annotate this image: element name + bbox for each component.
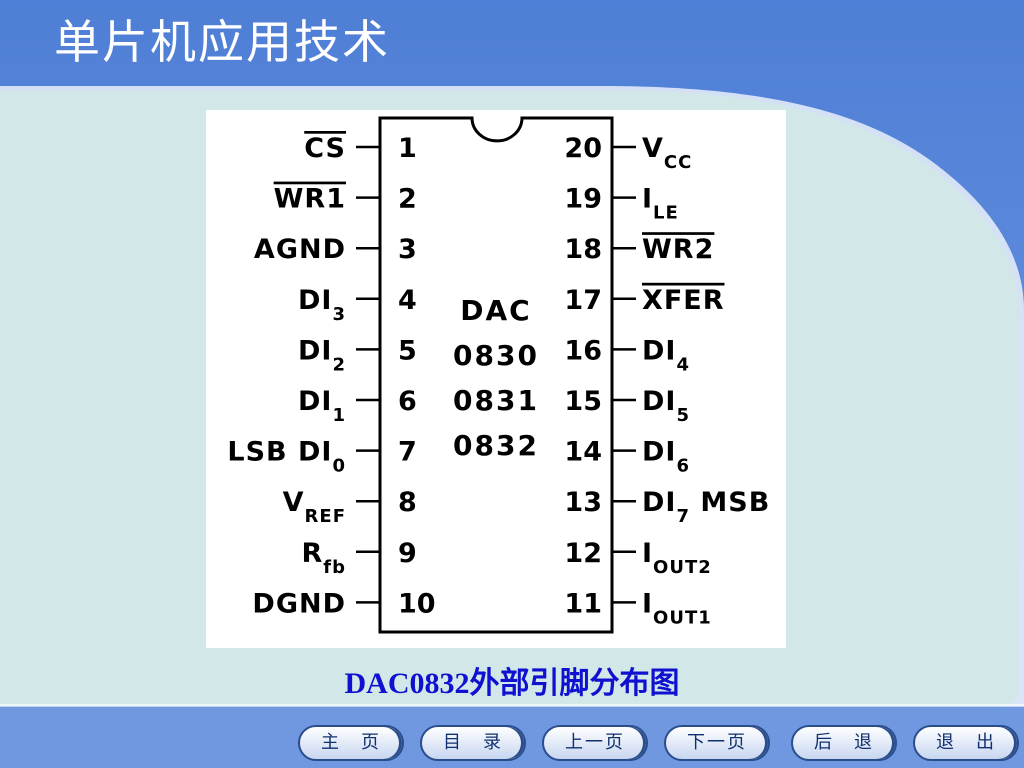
right-pin-number-13: 13	[564, 487, 602, 518]
left-pin-label-10: DGND	[252, 588, 346, 619]
left-pin-number-5: 5	[398, 335, 417, 366]
right-pin-number-11: 11	[564, 588, 602, 619]
right-pin-label-11: IOUT1	[642, 588, 712, 628]
left-pin-label-5: DI2	[298, 335, 346, 375]
exit-button[interactable]: 退 出	[913, 725, 1019, 761]
left-pin-label-3: AGND	[254, 234, 346, 265]
diagram-caption: DAC0832外部引脚分布图	[344, 667, 680, 700]
right-pin-label-19: ILE	[642, 184, 679, 224]
right-pin-number-12: 12	[564, 538, 602, 569]
chip-name-line-2: 0830	[453, 339, 539, 372]
right-pin-number-19: 19	[564, 184, 602, 215]
left-pin-number-9: 9	[398, 538, 417, 569]
home-button[interactable]: 主 页	[298, 725, 404, 761]
left-pin-label-6: DI1	[298, 386, 346, 426]
left-pin-number-7: 7	[398, 437, 417, 468]
left-pin-label-1: CS	[304, 133, 346, 164]
right-pin-label-20: VCC	[642, 133, 692, 173]
left-pin-number-1: 1	[398, 133, 417, 164]
right-pin-number-17: 17	[564, 285, 602, 316]
right-pin-label-12: IOUT2	[642, 538, 712, 578]
back-button[interactable]: 后 退	[791, 725, 897, 761]
left-pin-number-8: 8	[398, 487, 417, 518]
slide-title: 单片机应用技术	[54, 15, 390, 69]
next-page-button[interactable]: 下一页	[664, 725, 770, 761]
left-pin-label-2: WR1	[274, 184, 346, 215]
left-pin-number-3: 3	[398, 234, 417, 265]
dac0832-pinout-diagram: 1 CS 2 WR1 3 AGND 4 DI3 5 DI2 6 DI1 7 LSB DI0 8 VREF 9 Rf…	[206, 110, 786, 648]
chip-name-line-3: 0831	[453, 384, 539, 417]
chip-name-line-1: DAC	[460, 294, 531, 327]
right-pin-label-14: DI6	[642, 437, 690, 477]
right-pin-label-16: DI4	[642, 335, 690, 375]
left-pin-label-4: DI3	[298, 285, 346, 325]
left-pin-number-4: 4	[398, 285, 417, 316]
right-pin-number-14: 14	[564, 437, 602, 468]
navigation-bar: 主 页 目 录 上一页 下一页 后 退 退 出	[0, 712, 1024, 768]
right-pin-label-13: DI7 MSB	[642, 487, 770, 527]
right-pin-number-16: 16	[564, 335, 602, 366]
left-pin-number-10: 10	[398, 588, 436, 619]
left-pin-number-2: 2	[398, 184, 417, 215]
right-pin-number-20: 20	[564, 133, 602, 164]
left-pin-label-9: Rfb	[301, 538, 346, 578]
chip-name-line-4: 0832	[453, 429, 539, 462]
previous-page-button[interactable]: 上一页	[542, 725, 648, 761]
right-pin-label-18: WR2	[642, 234, 714, 265]
left-pin-number-6: 6	[398, 386, 417, 417]
right-pin-label-17: XFER	[642, 285, 725, 316]
right-pin-number-15: 15	[564, 386, 602, 417]
contents-button[interactable]: 目 录	[420, 725, 526, 761]
left-pin-label-7: LSB DI0	[227, 437, 346, 477]
chip-body	[378, 116, 614, 634]
left-pin-label-8: VREF	[283, 487, 346, 527]
right-pin-label-15: DI5	[642, 386, 690, 426]
right-pin-number-18: 18	[564, 234, 602, 265]
